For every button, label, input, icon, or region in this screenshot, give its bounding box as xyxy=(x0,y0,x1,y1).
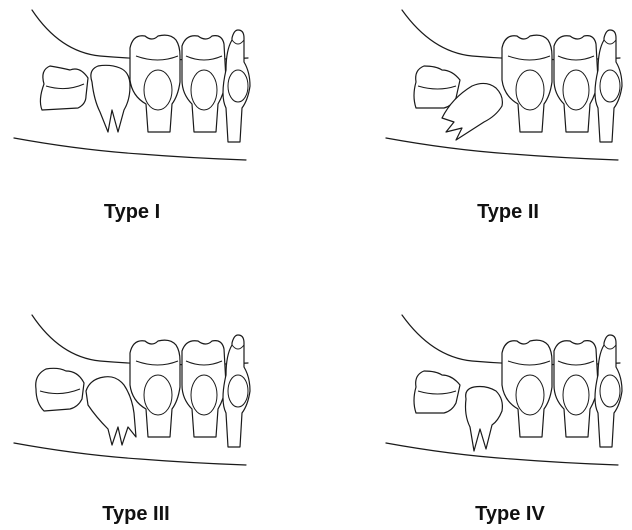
third-molar xyxy=(40,66,88,110)
label-type-4: Type IV xyxy=(475,503,545,525)
bone-line xyxy=(14,138,246,160)
third-molar xyxy=(36,368,84,411)
developing-tooth xyxy=(91,65,130,132)
panel-type-4 xyxy=(386,315,622,465)
developing-tooth xyxy=(466,387,503,452)
label-type-1: Type I xyxy=(104,201,160,223)
label-type-3: Type III xyxy=(102,503,169,525)
bone-line xyxy=(14,443,246,465)
impacted-tooth xyxy=(86,377,136,445)
label-type-2: Type II xyxy=(477,201,539,223)
panel-type-3 xyxy=(14,315,250,465)
bone-line xyxy=(386,138,618,160)
panel-type-2 xyxy=(386,10,622,160)
bone-line xyxy=(386,443,618,465)
panel-type-1 xyxy=(14,10,250,160)
